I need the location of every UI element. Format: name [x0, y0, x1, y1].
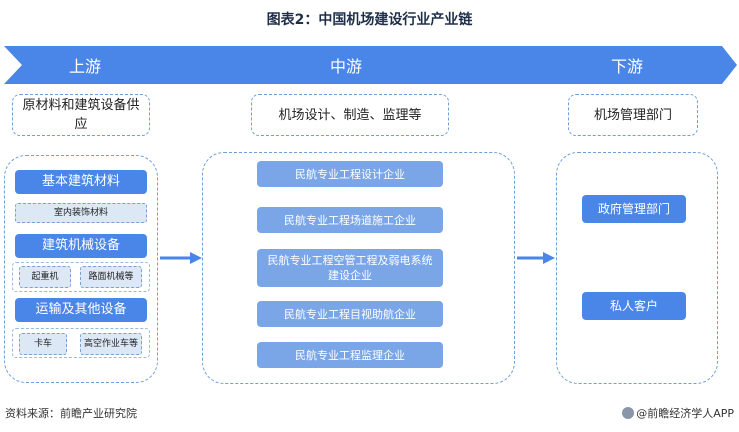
source-note: 资料来源：前瞻产业研究院	[5, 407, 137, 420]
header-downstream: 机场管理部门	[568, 94, 698, 136]
midstream-item-visual-aids: 民航专业工程目视助航企业	[257, 301, 443, 327]
midstream-item-design: 民航专业工程设计企业	[257, 161, 443, 187]
arrow-midstream-to-downstream	[517, 252, 555, 264]
upstream-transport: 运输及其他设备	[15, 298, 147, 322]
downstream-government: 政府管理部门	[582, 195, 686, 223]
upstream-basic-materials: 基本建筑材料	[15, 170, 147, 194]
downstream-private-clients: 私人客户	[582, 292, 686, 320]
chevron-upstream	[4, 46, 176, 84]
midstream-item-supervision: 民航专业工程监理企业	[257, 342, 443, 368]
upstream-crane: 起重机	[19, 266, 71, 288]
stage-label-midstream: 中游	[329, 57, 362, 76]
upstream-aerial-vehicle: 高空作业车等	[80, 333, 142, 355]
machinery-subgroup	[12, 262, 150, 292]
header-upstream: 原材料和建筑设备供应	[12, 94, 150, 136]
upstream-interior-materials: 室内装饰材料	[15, 203, 147, 223]
downstream-panel	[556, 152, 718, 384]
chevron-midstream	[148, 46, 544, 84]
upstream-truck: 卡车	[19, 333, 67, 355]
brand-text: @前瞻经济学人APP	[636, 407, 734, 420]
header-midstream: 机场设计、制造、监理等	[251, 94, 449, 136]
upstream-road-machinery: 路面机械等	[80, 266, 142, 288]
brand-note: @前瞻经济学人APP	[608, 405, 734, 421]
stage-label-downstream: 下游	[610, 57, 643, 76]
midstream-item-construction: 民航专业工程场道施工企业	[257, 207, 443, 233]
diagram-title: 图表2：中国机场建设行业产业链	[266, 12, 473, 28]
brand-logo-icon	[622, 407, 635, 419]
transport-subgroup	[12, 328, 150, 358]
upstream-machinery: 建筑机械设备	[15, 234, 147, 258]
chevron-downstream	[516, 46, 737, 84]
stage-label-upstream: 上游	[68, 57, 101, 76]
stage-chevron-bar	[4, 46, 737, 84]
arrow-upstream-to-midstream	[160, 252, 202, 264]
midstream-item-atc-systems: 民航专业工程空管工程及弱电系统建设企业	[257, 249, 443, 287]
